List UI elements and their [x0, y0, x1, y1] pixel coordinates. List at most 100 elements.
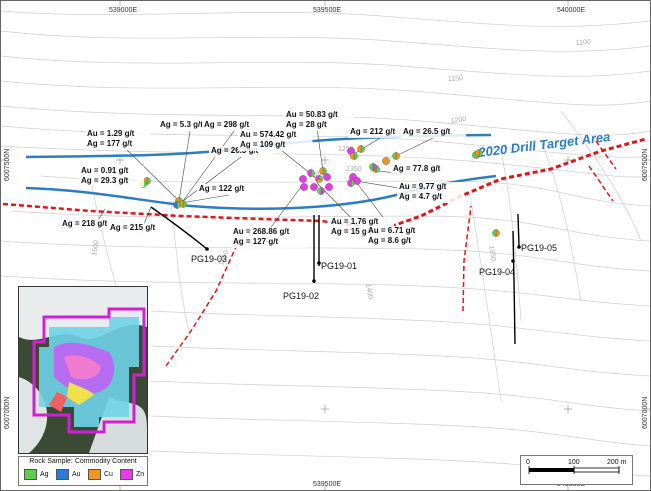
- sample-label: Ag = 212 g/t: [348, 127, 409, 138]
- sample-label: Au = 9.77 g/tAg = 4.7 g/t: [397, 182, 463, 203]
- inset-overview-map: [18, 286, 148, 454]
- northing-left-1: 6007500N: [4, 149, 11, 181]
- sample-label: Ag = 215 g/t: [108, 223, 169, 234]
- sample-marker[interactable]: [350, 152, 358, 160]
- label-leader-line: [182, 130, 235, 202]
- sample-label-line: Ag = 122 g/t: [199, 184, 244, 193]
- sample-label-bg: [158, 120, 219, 131]
- sample-label: Au = 6.71 g/tAg = 8.6 g/t: [366, 226, 432, 247]
- legend-label-au: Au: [72, 470, 81, 478]
- contour-label: 1500: [91, 240, 101, 257]
- sample-label-bg: [284, 110, 354, 131]
- sample-label: Ag = 26.3 g/t: [209, 146, 275, 157]
- contour-label: 1100: [576, 39, 592, 47]
- sample-label-line: Au = 0.91 g/t: [81, 166, 129, 175]
- sample-marker[interactable]: [392, 152, 400, 160]
- legend-label-ag: Ag: [40, 470, 49, 478]
- sample-label-line: Au = 1.76 g/t: [331, 217, 379, 226]
- sample-marker[interactable]: [325, 183, 333, 191]
- sample-label-line: Au = 50.83 g/t: [286, 110, 338, 119]
- scale-label-0: 0: [526, 459, 530, 466]
- sample-marker[interactable]: [299, 175, 307, 183]
- sample-marker[interactable]: [310, 183, 318, 191]
- sample-label: Au = 50.83 g/tAg = 28 g/t: [284, 110, 354, 131]
- sample-label-bg: [79, 166, 145, 187]
- sample-marker[interactable]: [492, 229, 500, 237]
- sample-label-line: Ag = 29.3 g/t: [81, 176, 129, 185]
- sample-marker[interactable]: [315, 175, 323, 183]
- sample-label-line: Ag = 298 g/t: [204, 120, 249, 129]
- legend-title: Rock Sample: Commodity Content: [29, 458, 137, 465]
- sample-label-line: Au = 6.71 g/t: [368, 226, 416, 235]
- sample-label-line: Ag = 218 g/t: [62, 219, 107, 228]
- drill-collars: [205, 245, 521, 283]
- easting-top-2: 539500E: [313, 7, 341, 14]
- scale-bar: 0 100 200 m: [520, 455, 633, 485]
- label-leader-line: [178, 130, 191, 202]
- sample-label-bg: [401, 127, 467, 138]
- legend: Rock Sample: Commodity Content Ag Au Cu …: [18, 456, 148, 486]
- sample-marker[interactable]: [347, 179, 355, 187]
- sample-marker[interactable]: [307, 169, 315, 177]
- northing-left-2: 6007000N: [4, 397, 11, 429]
- sample-label-line: Ag = 4.7 g/t: [399, 192, 442, 201]
- northing-right-2: 6007000N: [642, 397, 649, 429]
- sample-marker[interactable]: [173, 201, 181, 209]
- fault-lines: [2, 137, 647, 367]
- drill-hole-label: PG19-01: [321, 261, 357, 271]
- sample-label: Ag = 218 g/t: [60, 219, 121, 230]
- sample-marker[interactable]: [369, 163, 377, 171]
- sample-label-line: Ag = 26.3 g/t: [211, 146, 259, 155]
- sample-label-bg: [60, 219, 121, 230]
- sample-label-bg: [397, 182, 463, 203]
- contour-label: 1550: [487, 245, 497, 262]
- easting-bottom-2: 539500E: [313, 481, 341, 488]
- sample-marker[interactable]: [323, 173, 331, 181]
- sample-label-line: Ag = 212 g/t: [350, 127, 395, 136]
- legend-item-cu: Cu: [88, 468, 113, 480]
- drill-hole-label: PG19-04: [479, 267, 515, 277]
- sample-marker[interactable]: [382, 157, 390, 165]
- sample-label-line: Ag = 8.6 g/t: [368, 236, 411, 245]
- sample-marker[interactable]: [475, 149, 483, 157]
- sample-label-line: Ag = 5.3 g/t: [160, 120, 203, 129]
- easting-top-1: 539000E: [109, 7, 137, 14]
- sample-label: Ag = 26.5 g/t: [401, 127, 467, 138]
- drill-hole-label: PG19-02: [283, 291, 319, 301]
- sample-label-line: Au = 574.42 g/t: [240, 130, 297, 139]
- sample-label-line: Au = 1.29 g/t: [87, 129, 135, 138]
- contour-label: 1200: [450, 116, 467, 125]
- sample-marker[interactable]: [319, 167, 327, 175]
- contour-label: 1400: [364, 283, 374, 300]
- sample-label: Au = 0.91 g/tAg = 29.3 g/t: [79, 166, 145, 187]
- sample-marker[interactable]: [357, 145, 365, 153]
- contour-label: 1450: [218, 250, 230, 267]
- sample-label-bg: [197, 184, 258, 195]
- sample-marker[interactable]: [300, 183, 308, 191]
- sample-label-bg: [108, 223, 169, 234]
- sample-label-line: Ag = 177 g/t: [87, 139, 132, 148]
- contour-label: 1250: [338, 146, 354, 153]
- label-leader-line: [353, 137, 381, 155]
- easting-top-3: 540000E: [557, 7, 585, 14]
- sample-label: Au = 574.42 g/tAg = 109 g/t: [238, 130, 313, 151]
- sample-label-line: Ag = 215 g/t: [110, 223, 155, 232]
- sample-label-line: Au = 9.77 g/t: [399, 182, 447, 191]
- sample-label-line: Ag = 127 g/t: [233, 237, 278, 246]
- sample-label: Ag = 298 g/t: [202, 120, 263, 131]
- sample-marker[interactable]: [317, 187, 325, 195]
- northing-right-1: 6007500N: [642, 149, 649, 181]
- legend-item-ag: Ag: [24, 468, 49, 480]
- sample-markers[interactable]: [139, 145, 500, 237]
- drill-hole-label: PG19-03: [191, 254, 227, 264]
- legend-swatch-au: [56, 468, 69, 480]
- sample-label: Au = 1.29 g/tAg = 177 g/t: [85, 129, 151, 150]
- legend-label-zn: Zn: [136, 470, 145, 478]
- contour-label: 1150: [448, 75, 464, 83]
- sample-label: Ag = 77.8 g/t: [391, 164, 457, 175]
